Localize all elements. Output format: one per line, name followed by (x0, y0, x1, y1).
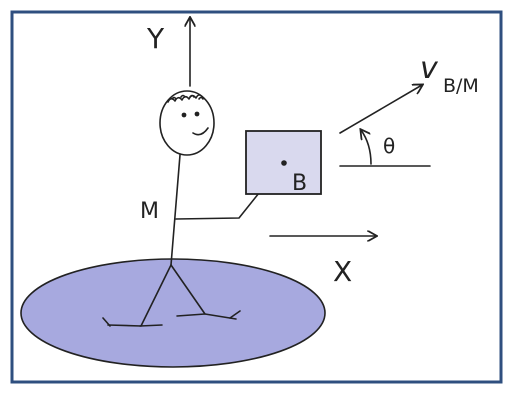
velocity-subscript: B/M (443, 75, 479, 97)
box-center-dot (281, 160, 287, 166)
hair-curls (171, 94, 204, 100)
angle-arc (361, 130, 372, 165)
right-eye (194, 111, 200, 117)
left-foot (102, 317, 163, 327)
person-label: M (140, 199, 159, 224)
left-eye (181, 112, 187, 118)
smile (192, 127, 209, 136)
right-foot (176, 310, 241, 319)
box-label: B (292, 171, 307, 196)
angle-label: θ (383, 134, 395, 158)
platform-disc (20, 258, 326, 368)
person-torso (170, 154, 181, 266)
y-axis-label: Y (146, 22, 165, 55)
velocity-label: v (420, 51, 439, 86)
velocity-arrow-icon (339, 85, 422, 134)
person-head (159, 90, 215, 156)
x-axis-label: X (333, 255, 352, 288)
